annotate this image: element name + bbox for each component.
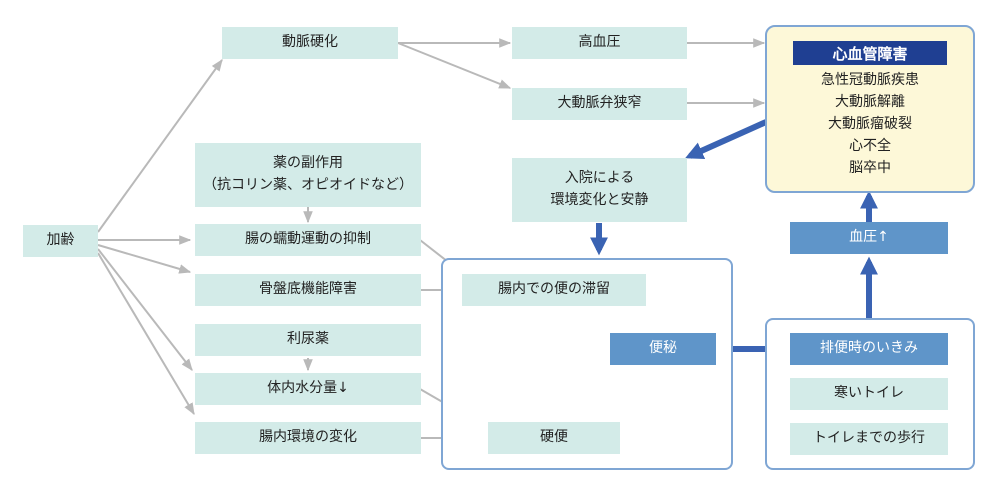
node-hypertension: 高血圧 bbox=[512, 27, 687, 59]
node-hospital-admission: 入院による 環境変化と安静 bbox=[512, 158, 687, 222]
node-stool-retention: 腸内での便の滞留 bbox=[462, 274, 646, 306]
node-aging: 加齢 bbox=[23, 225, 98, 257]
cardiovascular-item: 心不全 bbox=[849, 138, 891, 154]
node-cold-toilet: 寒いトイレ bbox=[790, 378, 948, 410]
node-constipation: 便秘 bbox=[610, 333, 716, 365]
cardiovascular-box: 心血管障害 急性冠動脈疾患 大動脈解離 大動脈瘤破裂 心不全 脳卒中 bbox=[765, 25, 975, 193]
arrow-aging-to-gut-env bbox=[97, 252, 195, 416]
cardiovascular-title: 心血管障害 bbox=[793, 41, 947, 65]
arrow-cvd-to-hospital bbox=[685, 119, 768, 160]
node-walk-to-toilet: トイレまでの歩行 bbox=[790, 423, 948, 455]
node-straining: 排便時のいきみ bbox=[790, 333, 948, 365]
node-aortic-stenosis: 大動脈弁狭窄 bbox=[512, 88, 687, 120]
node-pelvic-floor-disorder: 骨盤底機能障害 bbox=[195, 274, 421, 306]
cardiovascular-item: 大動脈瘤破裂 bbox=[828, 116, 912, 132]
arrow-arteriosclerosis-to-aortic-stenosis bbox=[397, 42, 512, 89]
node-peristalsis-suppression: 腸の蠕動運動の抑制 bbox=[195, 224, 421, 256]
node-drug-side-effect: 薬の副作用 （抗コリン薬、オピオイドなど） bbox=[195, 143, 421, 207]
cardiovascular-list: 急性冠動脈疾患 大動脈解離 大動脈瘤破裂 心不全 脳卒中 bbox=[821, 69, 919, 179]
cardiovascular-item: 脳卒中 bbox=[849, 160, 891, 176]
arrow-aging-to-pelvic bbox=[97, 244, 192, 274]
node-gut-environment-change: 腸内環境の変化 bbox=[195, 422, 421, 454]
node-arteriosclerosis: 動脈硬化 bbox=[222, 27, 398, 59]
cardiovascular-item: 大動脈解離 bbox=[835, 94, 905, 110]
node-hard-stool: 硬便 bbox=[488, 422, 620, 454]
arrow-aging-to-body-water bbox=[97, 248, 193, 371]
node-body-water-decrease: 体内水分量↓ bbox=[195, 373, 421, 405]
arrow-aging-to-arteriosclerosis bbox=[97, 59, 223, 233]
node-blood-pressure-up: 血圧↑ bbox=[790, 222, 948, 254]
cardiovascular-item: 急性冠動脈疾患 bbox=[821, 72, 919, 88]
node-diuretics: 利尿薬 bbox=[195, 324, 421, 356]
